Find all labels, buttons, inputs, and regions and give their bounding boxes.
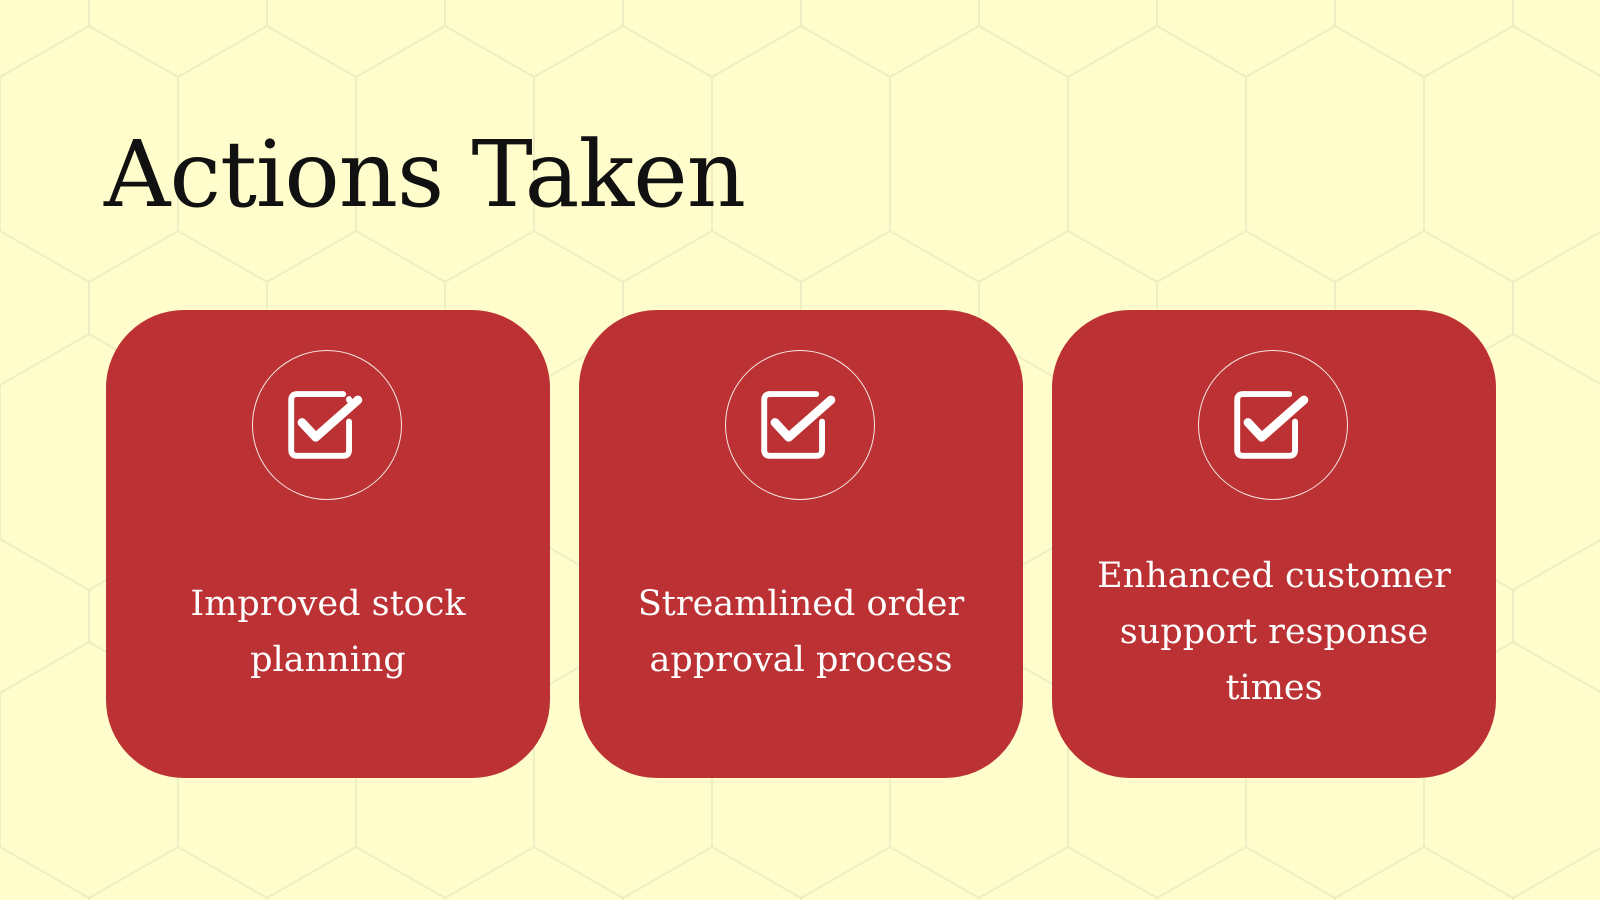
- action-card-text: Enhanced customer support response times: [1097, 555, 1451, 708]
- action-card-text: Streamlined order approval process: [637, 583, 965, 680]
- checkbox-check-icon: [252, 350, 402, 500]
- action-card-stock-planning: Improved stock planning: [106, 310, 550, 778]
- checkbox-check-icon: [725, 350, 875, 500]
- checkbox-check-icon: [1198, 350, 1348, 500]
- action-card-order-approval: Streamlined order approval process: [579, 310, 1023, 778]
- action-card-text: Improved stock planning: [190, 583, 466, 680]
- action-card-customer-support: Enhanced customer support response times: [1052, 310, 1496, 778]
- slide-title: Actions Taken: [104, 121, 746, 228]
